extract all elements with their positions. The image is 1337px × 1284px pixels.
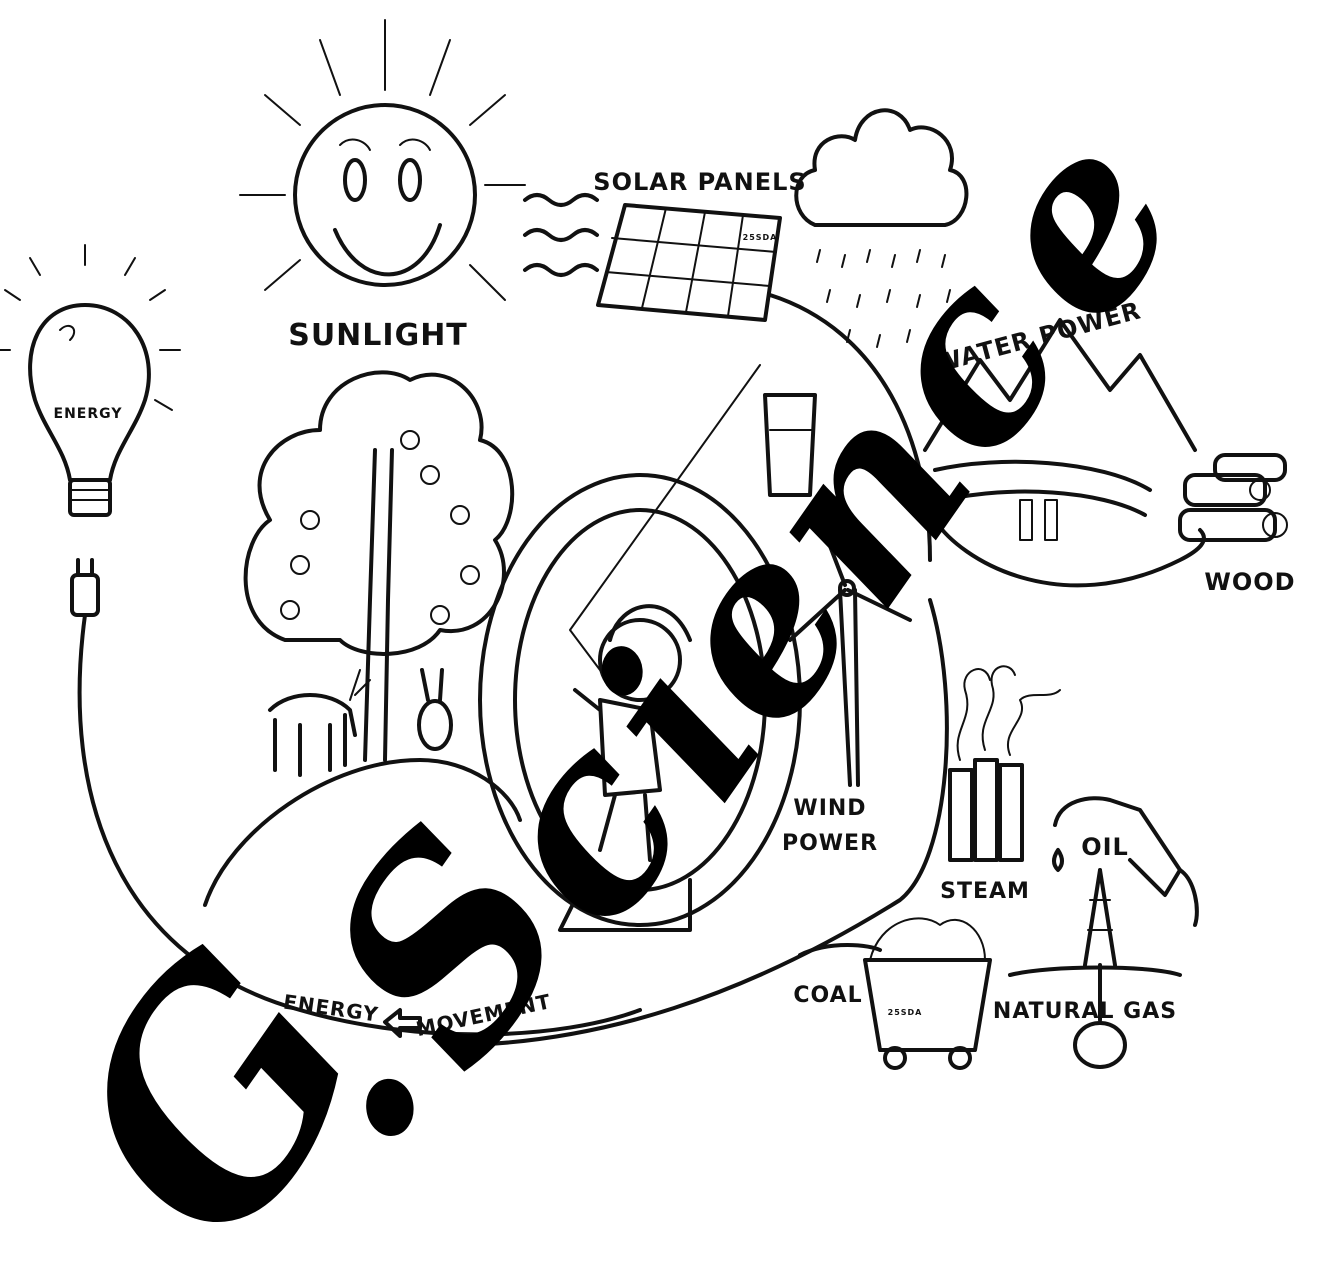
solar-panels-label: SOLAR PANELS: [593, 168, 806, 196]
rabbit-icon: [419, 670, 451, 749]
wind-power-label-line2: POWER: [782, 831, 878, 856]
coal-wire: [800, 945, 880, 955]
natural-gas-label: NATURAL GAS: [993, 999, 1177, 1024]
wood-logs-icon: WOOD: [1180, 455, 1296, 596]
light-bulb-icon: ENERGY: [0, 245, 180, 515]
coal-label: COAL: [793, 983, 862, 1008]
bulb-rays: [0, 245, 180, 410]
steam-plant-icon: STEAM: [940, 666, 1060, 904]
sun-icon: SUNLIGHT: [240, 20, 525, 353]
tree-icon: [246, 372, 513, 760]
sun-rays: [240, 20, 525, 300]
deer-icon: [270, 670, 370, 775]
plug-icon: [72, 560, 98, 615]
oil-label: OIL: [1081, 833, 1129, 861]
sunlight-waves: [525, 195, 597, 275]
panel-badge: 25SDA: [743, 233, 778, 242]
watermark: G . S c i e n c e: [0, 81, 1234, 1284]
cart-badge: 25SDA: [888, 1008, 923, 1017]
oil-fuel-nozzle-icon: OIL: [1054, 798, 1197, 925]
steam-label: STEAM: [940, 879, 1030, 904]
sunlight-label: SUNLIGHT: [288, 318, 468, 353]
wind-power-label-line1: WIND: [793, 796, 866, 821]
coal-cart-icon: 25SDA COAL: [793, 918, 990, 1068]
wood-label: WOOD: [1204, 568, 1295, 596]
bulb-energy-label: ENERGY: [54, 406, 123, 422]
